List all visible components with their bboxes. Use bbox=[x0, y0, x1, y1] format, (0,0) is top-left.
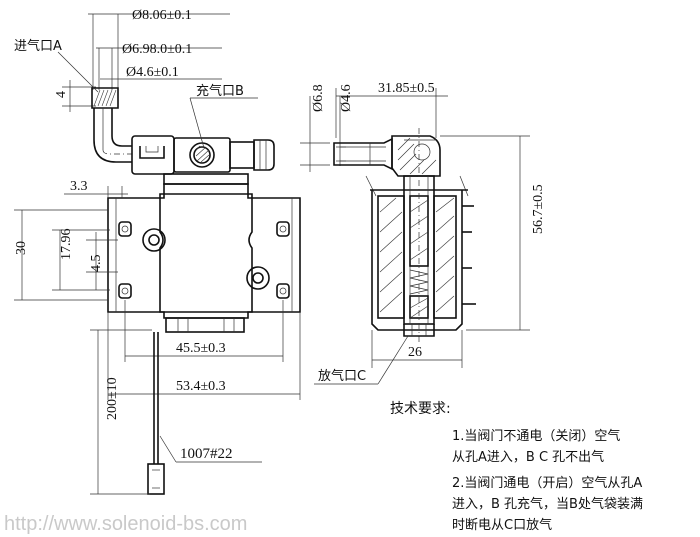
label-exhaust-c: 放气口C bbox=[318, 368, 366, 384]
dim-inner-diameter: Ø4.6±0.1 bbox=[126, 65, 179, 80]
side-view: 31.85±0.5 Ø6.8 Ø4.6 56.7±0.5 26 放气口C bbox=[300, 81, 546, 385]
dim-mid-diameter: Ø6.98.0±0.1 bbox=[122, 42, 192, 57]
dim-outer-diameter: Ø8.06±0.1 bbox=[132, 8, 192, 23]
notes-line-4: 进入，B 孔充气，当B处气袋装满 bbox=[452, 496, 643, 512]
dim-30: 30 bbox=[14, 241, 29, 255]
notes-title: 技术要求: bbox=[390, 401, 451, 417]
dim-d6-8: Ø6.8 bbox=[311, 84, 326, 112]
dim-4: 4 bbox=[54, 91, 69, 98]
dim-3-3: 3.3 bbox=[70, 179, 88, 194]
technical-requirements: 技术要求: 1.当阀门不通电（关闭）空气 从孔A进入，B C 孔不出气 2.当阀… bbox=[390, 401, 643, 533]
dim-53-4: 53.4±0.3 bbox=[176, 379, 226, 394]
dim-56-7: 56.7±0.5 bbox=[531, 184, 546, 234]
dim-4-5: 4.5 bbox=[89, 255, 104, 273]
dim-200: 200±10 bbox=[105, 377, 120, 420]
notes-line-1: 1.当阀门不通电（关闭）空气 bbox=[452, 428, 620, 444]
notes-line-2: 从孔A进入，B C 孔不出气 bbox=[452, 449, 604, 465]
front-view: Ø8.06±0.1 Ø6.98.0±0.1 Ø4.6±0.1 4 进气口A 充气… bbox=[14, 8, 301, 495]
notes-line-5: 时断电从C口放气 bbox=[452, 517, 552, 533]
dim-45-5: 45.5±0.3 bbox=[176, 341, 226, 356]
dim-d4-6: Ø4.6 bbox=[339, 84, 354, 112]
label-charge-port-b: 充气口B bbox=[196, 83, 244, 99]
wire-spec: 1007#22 bbox=[180, 446, 233, 462]
dim-26: 26 bbox=[408, 345, 422, 360]
label-inlet-a: 进气口A bbox=[14, 38, 62, 54]
dim-17-96: 17.96 bbox=[59, 229, 74, 261]
watermark-url: http://www.solenoid-bs.com bbox=[4, 513, 247, 535]
notes-line-3: 2.当阀门通电（开启）空气从孔A bbox=[452, 475, 642, 491]
dim-31-85: 31.85±0.5 bbox=[378, 81, 435, 96]
